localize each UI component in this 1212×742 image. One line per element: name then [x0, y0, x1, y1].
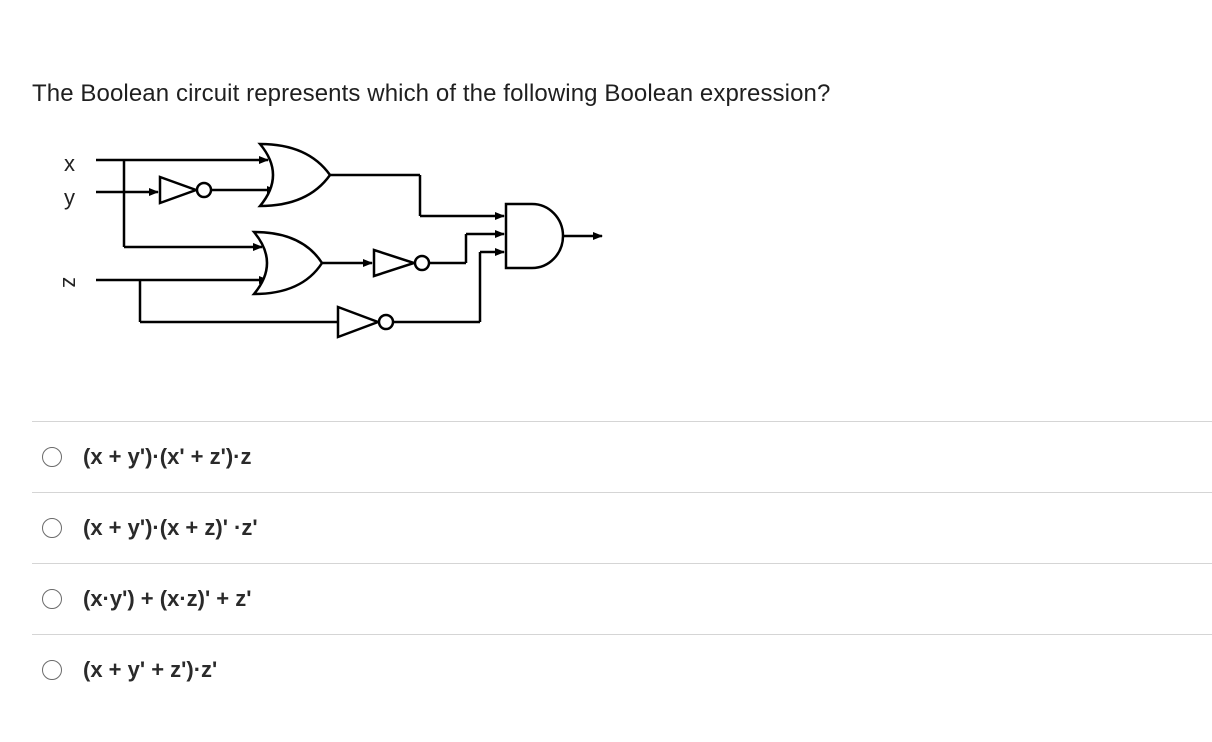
and-gate — [504, 202, 565, 270]
answer-option-1[interactable]: (x + y')·(x' + z')·z — [32, 421, 1212, 492]
answer-option-3[interactable]: (x·y') + (x·z)' + z' — [32, 563, 1212, 634]
radio-button[interactable] — [42, 589, 62, 609]
answer-options: (x + y')·(x' + z')·z (x + y')·(x + z)' ·… — [32, 421, 1212, 705]
or-gate-1 — [257, 142, 332, 208]
input-label-z: z — [58, 277, 83, 288]
radio-button[interactable] — [42, 518, 62, 538]
answer-option-2[interactable]: (x + y')·(x + z)' ·z' — [32, 492, 1212, 563]
or-gate-2 — [251, 230, 324, 296]
answer-option-4[interactable]: (x + y' + z')·z' — [32, 634, 1212, 705]
answer-option-label: (x·y') + (x·z)' + z' — [83, 586, 252, 611]
input-label-x: x — [64, 151, 75, 176]
radio-button[interactable] — [42, 660, 62, 680]
not-gate-z — [336, 305, 395, 339]
not-gate-y — [158, 175, 213, 205]
answer-option-label: (x + y')·(x + z)' ·z' — [83, 515, 258, 540]
answer-option-label: (x + y')·(x' + z')·z — [83, 444, 252, 469]
input-label-y: y — [64, 185, 75, 210]
answer-option-label: (x + y' + z')·z' — [83, 657, 218, 682]
question-text: The Boolean circuit represents which of … — [32, 80, 831, 107]
radio-button[interactable] — [42, 447, 62, 467]
logic-circuit-diagram: x y z — [58, 142, 603, 339]
not-gate-or2 — [372, 248, 431, 278]
